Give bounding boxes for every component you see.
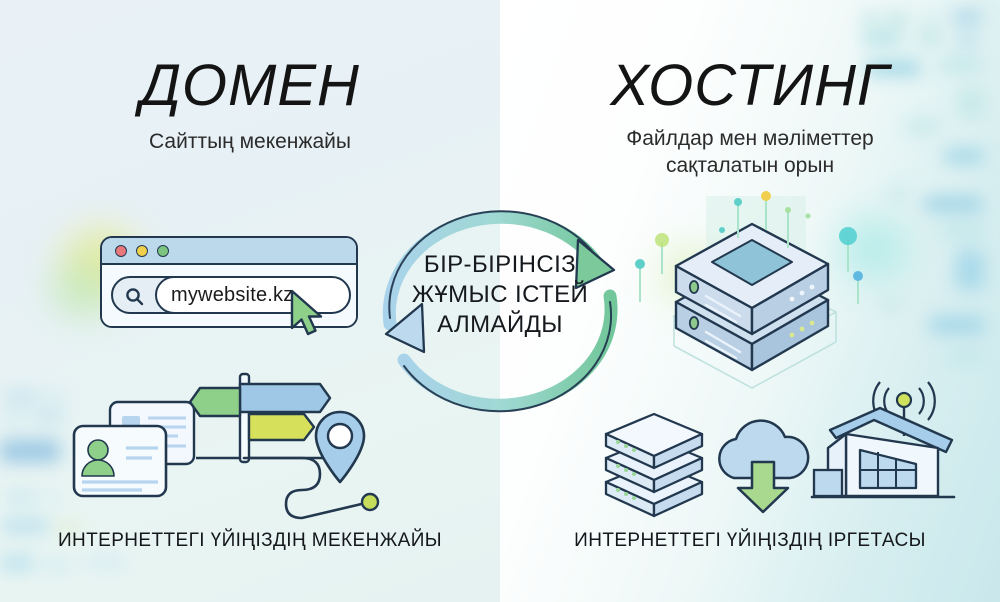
browser-title-bar: [102, 238, 356, 265]
left-subtitle: Сайттың мекенжайы: [149, 130, 351, 153]
right-caption: ИНТЕРНЕТТЕГІ ҮЙІҢІЗДІҢ ІРГЕТАСЫ: [574, 530, 926, 551]
right-subtitle-line1: Файлдар мен мәліметтер: [626, 127, 874, 150]
window-maximize-dot[interactable]: [157, 244, 169, 257]
window-close-dot[interactable]: [115, 244, 127, 257]
arrow-right-icon: [382, 210, 616, 331]
right-title: ХОСТИНГ: [610, 53, 890, 118]
center-message-line1: БІР-БІРІНСІЗ: [423, 251, 577, 278]
search-icon: [125, 287, 145, 307]
window-minimize-dot[interactable]: [136, 244, 148, 257]
url-input[interactable]: mywebsite.kz: [155, 276, 351, 314]
left-caption: ИНТЕРНЕТТЕГІ ҮЙІҢІЗДІҢ МЕКЕНЖАЙЫ: [57, 530, 443, 551]
glow-teal-right: [838, 216, 908, 282]
cursor-arrow-icon: [288, 288, 332, 340]
cycle-arrows: [368, 176, 632, 413]
cloud-download-icon: [708, 418, 818, 514]
left-title: ДОМЕН: [140, 53, 360, 118]
server-rack-icon: [600, 404, 710, 518]
server-stack-icon: [635, 191, 863, 389]
browser-content: mywebsite.kz: [102, 265, 356, 326]
url-text: mywebsite.kz: [171, 283, 294, 306]
arrow-left-icon: [384, 289, 618, 413]
browser-window[interactable]: mywebsite.kz: [100, 236, 358, 328]
address-bar[interactable]: mywebsite.kz: [111, 276, 351, 314]
center-message-line3: АЛМАЙДЫ: [437, 311, 563, 338]
center-message-line2: ЖҰМЫС ІСТЕЙ: [411, 281, 589, 308]
right-subtitle: Файлдар мен мәліметтер сақталатын орын: [500, 125, 1000, 179]
id-card-icon: [72, 398, 196, 508]
right-subtitle-line2: сақталатын орын: [665, 154, 835, 177]
map-pin-icon: [242, 404, 394, 520]
datacenter-building-icon: [810, 378, 958, 510]
signpost-icon: [188, 372, 332, 504]
center-message: БІР-БІРІНСІЗ ЖҰМЫС ІСТЕЙ АЛМАЙДЫ: [380, 250, 620, 340]
